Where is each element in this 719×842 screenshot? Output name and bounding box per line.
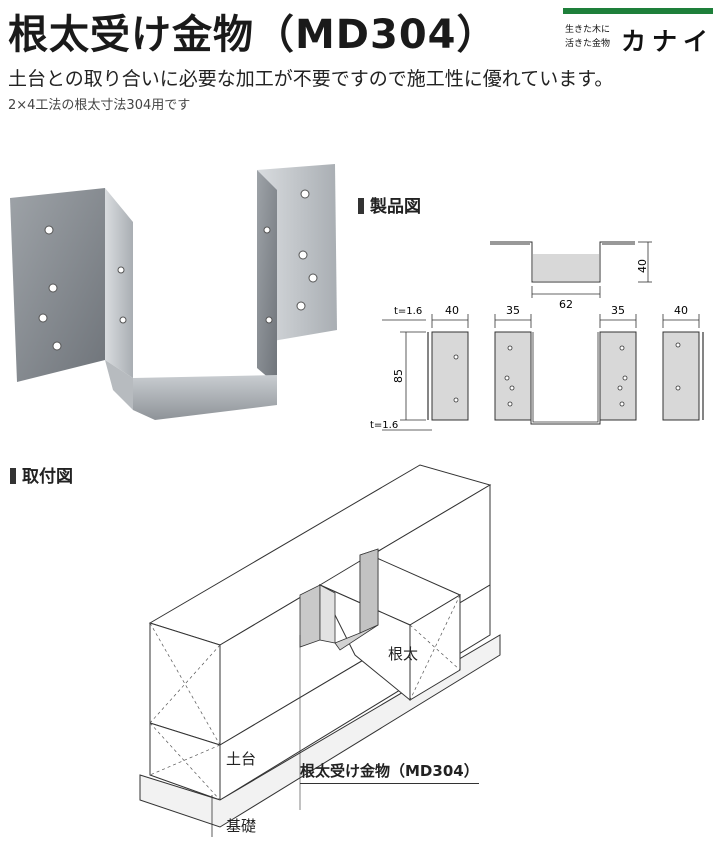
install-diagram-heading: 取付図 <box>10 462 73 487</box>
dim-top-width: 62 <box>559 298 573 311</box>
brand-tagline-2: 活きた金物 <box>565 39 611 49</box>
sub-text: 2×4工法の根太寸法304用です <box>8 98 191 113</box>
dim-t-bottom: t=1.6 <box>370 420 398 431</box>
heading-marker <box>358 198 364 214</box>
label-joist: 根太 <box>388 645 419 663</box>
label-hanger: 根太受け金物（MD304） <box>300 760 479 784</box>
heading-marker <box>10 468 16 484</box>
page-title: 根太受け金物（MD304） <box>8 12 498 58</box>
dim-w1: 40 <box>445 304 459 317</box>
brand-logo: 生きた木に 活きた金物 カナイ <box>563 8 713 56</box>
label-sill: 土台 <box>226 750 257 768</box>
product-dimension-drawing: 40 62 t=1.6 40 35 35 40 85 t=1.6 <box>370 241 704 431</box>
brand-tagline-1: 生きた木に <box>565 25 611 35</box>
installation-drawing <box>139 464 501 837</box>
dim-w3: 35 <box>611 304 625 317</box>
product-diagram-heading: 製品図 <box>358 192 421 217</box>
install-diagram-heading-text: 取付図 <box>22 467 73 487</box>
dim-t-top: t=1.6 <box>394 306 422 317</box>
dim-height: 85 <box>392 369 405 383</box>
brand-name: カナイ <box>621 27 715 56</box>
lead-text: 土台との取り合いに必要な加工が不要ですので施工性に優れています。 <box>8 68 614 90</box>
dim-w2: 35 <box>506 304 520 317</box>
product-photo <box>10 164 337 420</box>
brand-bar <box>563 8 713 14</box>
dim-w4: 40 <box>674 304 688 317</box>
product-diagram-heading-text: 製品図 <box>370 197 421 217</box>
label-foundation: 基礎 <box>226 817 257 835</box>
dim-top-height: 40 <box>636 259 649 273</box>
